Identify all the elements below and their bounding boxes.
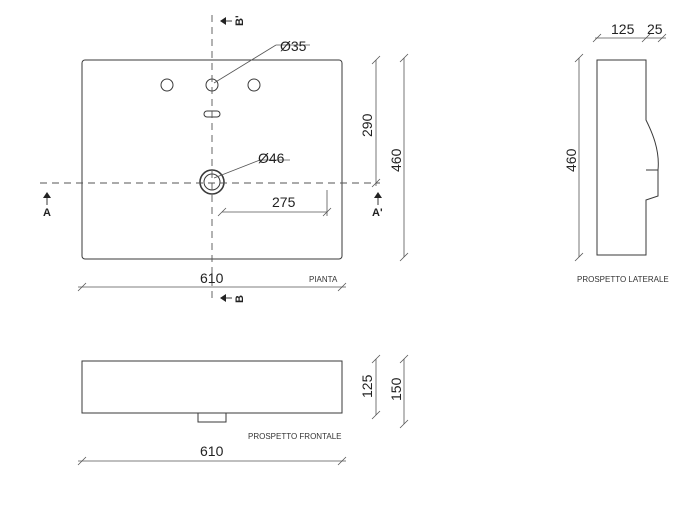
tick [399, 252, 409, 262]
tick [399, 354, 409, 364]
tick [217, 207, 227, 217]
tap-hole-left [160, 78, 174, 92]
section-a-label: A [43, 207, 51, 219]
tick [574, 53, 584, 63]
dim-plan-width: 610 [200, 270, 224, 286]
dim-tap-hole: Ø35 [280, 38, 307, 54]
tick [337, 456, 347, 466]
tick [337, 282, 347, 292]
drain-hole-outer [199, 169, 225, 195]
side-profile [596, 59, 659, 256]
plan-view: Ø35 Ø46 275 610 PIANTA 290 460 A A' [40, 15, 409, 303]
section-b-top-label: B' [234, 15, 246, 26]
dim-drain-offset: 275 [272, 194, 296, 210]
leader-tap-hole [213, 44, 277, 84]
front-body [81, 360, 343, 414]
tick [399, 419, 409, 429]
tick [77, 282, 87, 292]
front-drain-stub [197, 412, 227, 423]
dim-side-overhang: 25 [647, 21, 663, 37]
leader-drain [213, 159, 261, 179]
tick [399, 53, 409, 63]
dim-side-depth: 125 [611, 21, 635, 37]
dim-front-body-height: 125 [359, 374, 375, 398]
front-view: 125 150 PROSPETTO FRONTALE 610 [77, 354, 409, 466]
side-caption: PROSPETTO LATERALE [577, 275, 669, 284]
tick [371, 178, 381, 188]
tick [592, 33, 602, 43]
section-b-bottom-label: B [234, 295, 246, 303]
section-b-bottom-arrow-icon [220, 294, 226, 302]
front-caption: PROSPETTO FRONTALE [248, 432, 342, 441]
tap-hole-right [247, 78, 261, 92]
section-a-prime-arrow-icon [374, 192, 382, 198]
tick [77, 456, 87, 466]
section-b-top-arrow-icon [220, 17, 226, 25]
tick [371, 354, 381, 364]
dim-front-total-height: 150 [388, 377, 404, 401]
plan-caption: PIANTA [309, 275, 338, 284]
tick [657, 33, 667, 43]
section-a-arrow-icon [43, 192, 51, 198]
tick [574, 252, 584, 262]
side-view: 460 125 25 PROSPETTO LATERALE [563, 21, 669, 284]
dim-front-width: 610 [200, 443, 224, 459]
tick [371, 410, 381, 420]
tick [371, 55, 381, 65]
dim-side-height: 460 [563, 148, 579, 172]
tick [641, 33, 651, 43]
dim-hole-offset: 290 [359, 113, 375, 137]
dim-drain-hole: Ø46 [258, 150, 285, 166]
section-a-prime-label: A' [372, 207, 383, 219]
dim-plan-depth: 460 [388, 148, 404, 172]
